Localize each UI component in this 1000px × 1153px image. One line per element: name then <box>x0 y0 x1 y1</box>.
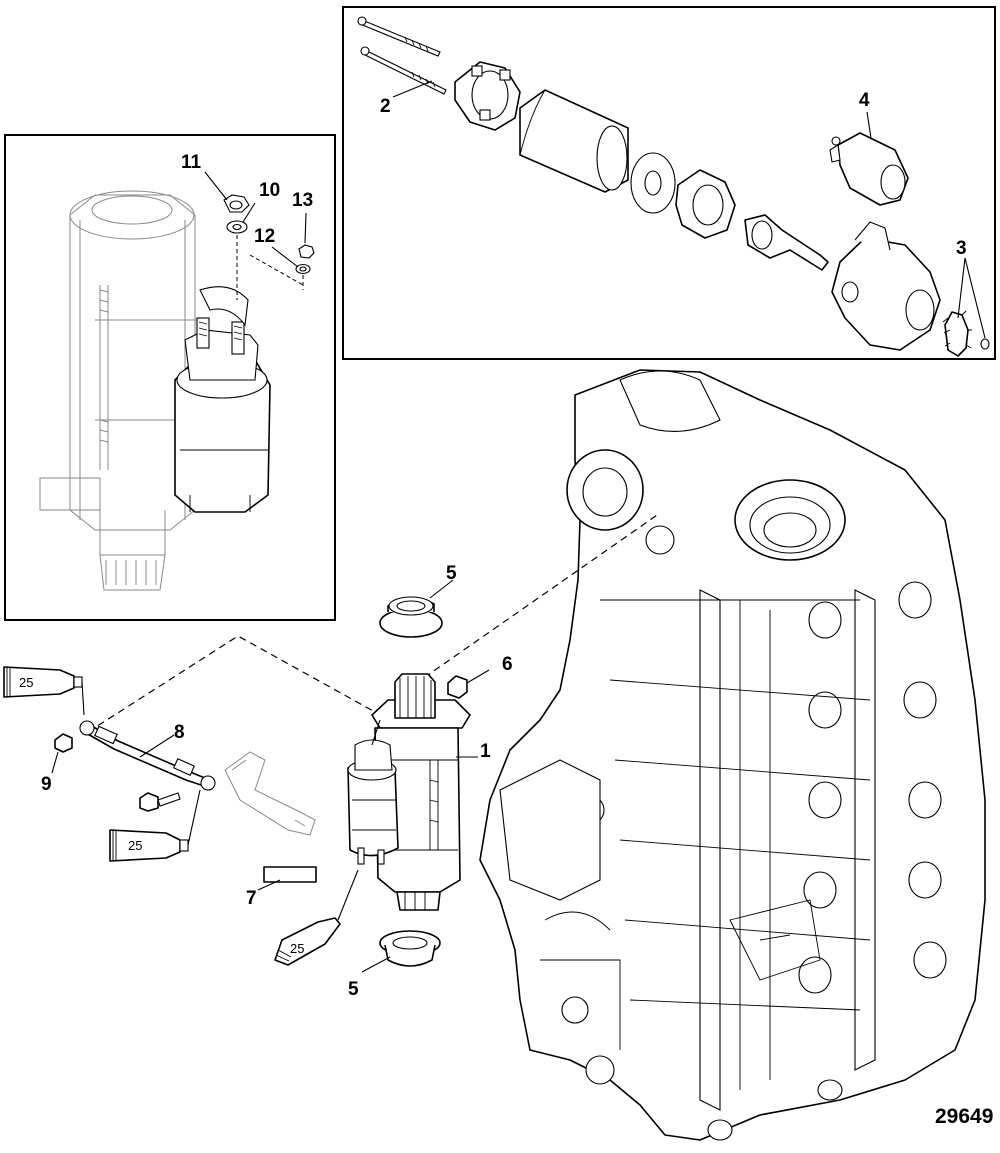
figure-number: 29649 <box>935 1105 993 1128</box>
armature-gear-assembly <box>675 169 829 271</box>
washer-10 <box>226 220 248 234</box>
engine-block <box>479 369 986 1141</box>
pinion-gear-retainer <box>942 310 990 357</box>
decal-7 <box>263 866 317 883</box>
callout-6: 6 <box>502 654 513 675</box>
lubricant-tube-3: 25 <box>274 869 359 966</box>
callout-1: 1 <box>480 741 491 762</box>
lubricant-tube-2: 25 <box>109 789 201 862</box>
callout-13: 13 <box>292 190 313 211</box>
exploded-view-frame <box>342 6 996 360</box>
tube-label-2: 25 <box>128 838 142 853</box>
callout-11: 11 <box>181 152 202 173</box>
bushing-lower <box>379 930 441 967</box>
callout-12: 12 <box>254 226 275 247</box>
callout-4: 4 <box>859 90 870 111</box>
callout-5-lower: 5 <box>348 979 359 1000</box>
battery-cable-8 <box>79 720 216 791</box>
starter-motor <box>347 673 471 911</box>
callout-2: 2 <box>380 96 391 117</box>
nut-11 <box>223 194 250 213</box>
callout-3: 3 <box>956 238 967 259</box>
field-frame-housing <box>519 89 629 193</box>
nut-13 <box>298 244 315 259</box>
callout-8: 8 <box>174 722 185 743</box>
lockwasher-12 <box>295 263 311 275</box>
callout-7: 7 <box>246 888 257 909</box>
callout-10: 10 <box>259 180 280 201</box>
through-bolts <box>357 16 447 95</box>
solenoid-exploded <box>829 132 909 206</box>
end-cap-brush-holder <box>454 61 521 131</box>
drive-housing <box>831 221 941 351</box>
bushing-upper <box>379 596 443 638</box>
cable-bolt <box>139 792 181 812</box>
tube-label-3: 25 <box>290 941 304 956</box>
callout-5-upper: 5 <box>446 563 457 584</box>
tube-label-1: 25 <box>19 675 33 690</box>
wiring-detail-frame <box>4 134 336 621</box>
clip-6 <box>447 675 468 699</box>
bolt-9 <box>54 733 73 753</box>
block-bosses <box>561 525 947 1141</box>
solenoid-assembled <box>174 286 271 513</box>
callout-9: 9 <box>41 774 52 795</box>
lubricant-tube-1: 25 <box>3 666 85 716</box>
alignment-line-lower <box>87 635 376 733</box>
phantom-bracket <box>224 751 316 836</box>
thrust-washer <box>630 152 676 214</box>
alignment-line-upper <box>374 512 661 713</box>
